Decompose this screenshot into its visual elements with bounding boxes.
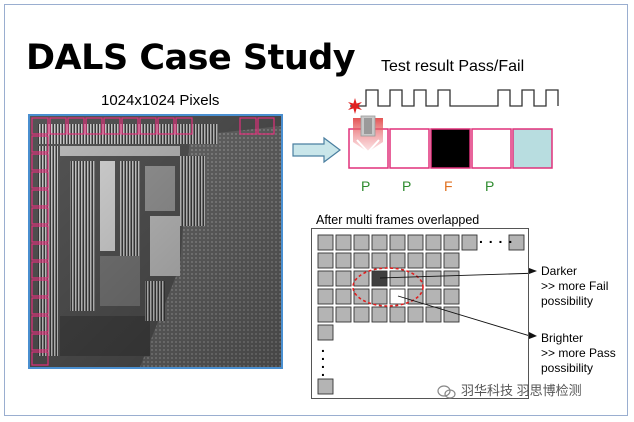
right-arrow-icon: [292, 136, 341, 164]
result-letter-2: F: [444, 178, 453, 194]
pulse-waveform: [350, 89, 559, 107]
pixels-label: 1024x1024 Pixels: [101, 92, 220, 109]
darker-annotation: Darker >> more Fail possibility: [541, 264, 608, 309]
callout-arrowheads: [529, 268, 537, 339]
chip-layout-graphic: [30, 116, 281, 367]
watermark: 羽华科技 羽思博检测: [437, 380, 582, 399]
test-result-label: Test result Pass/Fail: [381, 58, 525, 75]
result-letter-1: P: [402, 178, 412, 194]
grid-ellipsis-vertical: . . . .: [321, 339, 325, 379]
grid-ellipsis-horizontal: . . . .: [479, 230, 514, 246]
wechat-icon: [437, 384, 456, 399]
result-letter-0: P: [361, 178, 371, 194]
watermark-text: 羽华科技 羽思博检测: [461, 383, 582, 398]
laser-spot-icon: [348, 98, 362, 114]
overlap-grid: [317, 234, 541, 395]
brighter-line-3: possibility: [541, 361, 594, 375]
darker-line-3: possibility: [541, 294, 594, 308]
brighter-annotation: Brighter >> more Pass possibility: [541, 331, 616, 376]
slide-title: DALS Case Study: [26, 38, 356, 78]
overlap-grid-panel: . . . . . . . .: [311, 228, 541, 399]
darker-line-1: Darker: [541, 264, 578, 278]
brighter-line-2: >> more Pass: [541, 346, 616, 360]
chip-image: [28, 114, 283, 369]
overlap-label: After multi frames overlapped: [316, 213, 480, 227]
result-letter-3: P: [485, 178, 495, 194]
brighter-line-1: Brighter: [541, 331, 584, 345]
darker-line-2: >> more Fail: [541, 279, 609, 293]
result-cells: [348, 115, 553, 169]
